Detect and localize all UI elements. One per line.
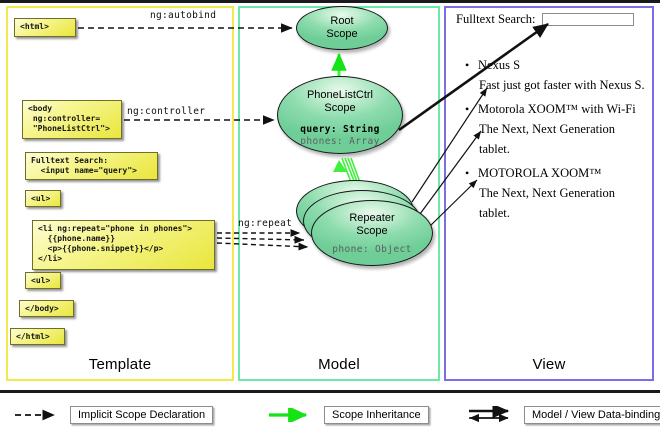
model-column-label: Model — [318, 356, 360, 373]
view-phone-list: Nexus S Fast just got faster with Nexus … — [452, 55, 648, 223]
repeater-scope-title-line1: Repeater — [349, 212, 395, 224]
view-column-label: View — [532, 356, 566, 373]
edge-label-ng-controller: ng:controller — [127, 106, 206, 117]
view-phone-list-item[interactable]: MOTOROLA XOOM™ The Next, Next Generation… — [465, 163, 648, 223]
root-scope-title-line2: Scope — [326, 28, 358, 40]
phonelistctrl-scope-title-line1: PhoneListCtrl — [306, 89, 374, 101]
root-scope-title-line1: Root — [330, 15, 354, 27]
legend-dashed-arrow-icon — [15, 409, 55, 421]
view-search-label: Fulltext Search: — [456, 12, 536, 26]
code-box-li-ng-repeat: <li ng:repeat="phone in phones"> {{phone… — [32, 220, 215, 270]
repeater-scope-title-line2: Scope — [356, 225, 388, 237]
legend-green-arrow-icon — [269, 408, 308, 422]
legend-double-arrow-icon — [469, 406, 510, 423]
code-box-html-open: <html> — [14, 18, 76, 37]
view-phone-snippet: Fast just got faster with Nexus S. — [479, 78, 645, 92]
view-search-input[interactable] — [541, 13, 634, 26]
view-phone-name: Motorola XOOM™ with Wi-Fi — [465, 99, 648, 119]
view-phone-snippet: The Next, Next Generation tablet. — [479, 186, 616, 220]
legend: Implicit Scope Declaration Scope Inherit… — [0, 398, 660, 435]
view-phone-list-item[interactable]: Nexus S Fast just got faster with Nexus … — [465, 55, 648, 95]
view-phone-snippet: The Next, Next Generation tablet. — [479, 122, 616, 156]
view-phone-list-item[interactable]: Motorola XOOM™ with Wi-Fi The Next, Next… — [465, 99, 648, 159]
code-box-ul-open: <ul> — [25, 190, 61, 207]
scope-ellipse-root: Root Scope — [296, 6, 388, 50]
edge-label-ng-repeat: ng:repeat — [238, 218, 293, 229]
scope-ellipse-phonelistctrl: PhoneListCtrl Scope query: String phones… — [277, 76, 403, 154]
repeater-prop-phone: phone: Object — [332, 244, 412, 255]
legend-item-data-binding: Model / View Data-binding — [468, 406, 660, 424]
view-rendered-app: Fulltext Search: Nexus S Fast just got f… — [452, 12, 648, 352]
legend-item-implicit-scope-declaration: Implicit Scope Declaration — [14, 406, 214, 424]
bottom-divider — [0, 390, 660, 393]
view-phone-name: MOTOROLA XOOM™ — [465, 163, 648, 183]
view-search-row: Fulltext Search: — [456, 12, 648, 27]
legend-label-implicit-scope-declaration: Implicit Scope Declaration — [70, 406, 214, 424]
legend-label-data-binding: Model / View Data-binding — [524, 406, 660, 424]
code-box-body-close: </body> — [19, 300, 74, 317]
top-divider — [0, 0, 660, 3]
code-box-html-close: </html> — [10, 328, 65, 345]
phonelistctrl-prop-query: query: String — [300, 124, 380, 135]
code-box-body-controller: <body ng:controller= "PhoneListCtrl"> — [22, 100, 122, 139]
scope-ellipse-repeater: Repeater Scope phone: Object — [311, 200, 433, 266]
legend-item-scope-inheritance: Scope Inheritance — [268, 406, 429, 424]
view-phone-name: Nexus S — [465, 55, 648, 75]
legend-label-scope-inheritance: Scope Inheritance — [324, 406, 429, 424]
code-box-ul-close: <ul> — [25, 272, 61, 289]
template-column-label: Template — [88, 356, 152, 373]
code-box-fulltext-search: Fulltext Search: <input name="query"> — [25, 152, 158, 180]
edge-label-ng-autobind: ng:autobind — [150, 10, 217, 21]
phonelistctrl-prop-phones: phones: Array — [300, 136, 380, 147]
phonelistctrl-scope-title-line2: Scope — [324, 102, 356, 114]
